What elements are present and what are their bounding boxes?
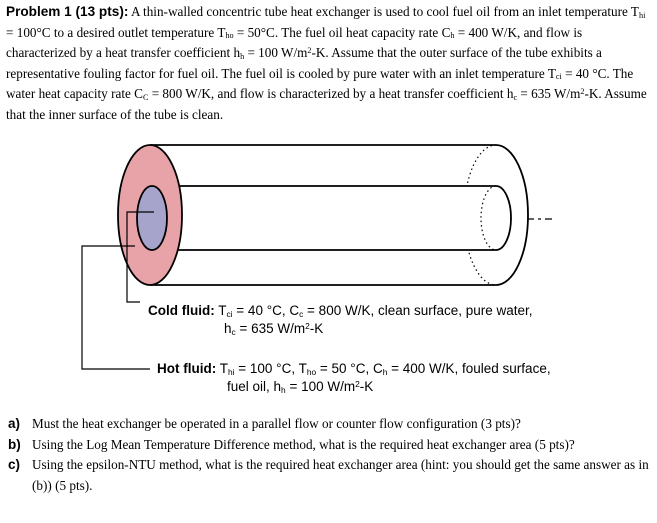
hot-fluid-line-1: Hot fluid: Thi = 100 °C, Tho = 50 °C, Ch… [157,360,551,378]
question-label: a) [8,416,21,431]
problem-text-part: = 50°C. The fuel oil heat capacity rate … [233,24,451,40]
hot-fluid-text: = 100 °C, T [234,361,307,376]
question-b: b) Using the Log Mean Temperature Differe… [6,435,651,456]
question-label: c) [8,457,21,473]
problem-statement: Problem 1 (13 pts): A thin-walled concen… [6,2,651,126]
problem-text-part: = 800 W/K, and flow is characterized by … [148,86,514,102]
cold-fluid-text: h [224,321,232,336]
problem-text-part: A thin-walled concentric tube heat excha… [130,4,639,19]
outer-tube-far-end [463,144,529,286]
subscript: ci [226,308,233,319]
problem-text-part: = 100°C to a desired outlet temperature … [6,24,226,40]
question-c: c) Using the epsilon-NTU method, what is … [6,455,651,496]
superscript: 2 [355,378,360,389]
problem-text-part: -K. Assume that the inner surface of the… [6,86,647,122]
subscript: h [281,384,286,395]
hot-fluid-text: -K [359,379,374,394]
hot-fluid-leader-line [81,245,150,370]
hot-fluid-text: = 100 W/m [285,379,356,394]
subscript: hi [638,10,646,20]
cold-fluid-text: = 635 W/m [235,321,306,336]
inner-tube-body [152,185,512,251]
subscript: h [450,31,455,41]
question-list: a) Must the heat exchanger be operated in… [6,414,651,496]
hot-fluid-text: = 400 W/K, fouled surface, [387,361,551,376]
question-text: Using the Log Mean Temperature Differenc… [32,436,575,452]
subscript: ci [555,72,562,82]
hot-fluid-text: = 50 °C, C [316,361,383,376]
subscript: ho [306,366,317,377]
concentric-tube-diagram [81,144,552,370]
cold-fluid-line-1: Cold fluid: Tci = 40 °C, Cc = 800 W/K, c… [148,302,533,320]
subscript: c [231,326,236,337]
hot-fluid-label: Hot fluid: Thi = 100 °C, Tho = 50 °C, Ch… [157,360,551,396]
problem-text-part: = 400 W/K, and flow is characterized by … [6,24,583,61]
cold-fluid-text: T [214,303,227,318]
problem-text-part: -K. Assume that the outer surface of the… [6,45,602,81]
cold-fluid-text: -K [309,321,324,336]
question-text: Must the heat exchanger be operated in a… [32,416,521,431]
problem-text-part: = 635 W/m [517,86,581,102]
problem-text: A thin-walled concentric tube heat excha… [6,4,647,122]
subscript: c [513,93,518,102]
subscript: c [299,308,304,319]
cold-fluid-leader-line [126,211,154,303]
subscript: hi [228,366,235,377]
subscript: h [240,51,245,61]
problem-heading: Problem 1 (13 pts): [6,4,129,19]
inner-tube-cross-section [136,185,168,251]
hot-fluid-title: Hot fluid: [157,361,217,376]
cold-fluid-text: = 800 W/K, clean surface, pure water, [303,303,533,318]
inner-tube-far-end [480,185,512,251]
cold-fluid-text: = 40 °C, C [232,303,300,318]
cold-fluid-line-2: hc = 635 W/m2-K [148,320,533,338]
subscript: h [382,366,388,377]
question-text: Using the epsilon-NTU method, what is th… [32,457,649,493]
hot-fluid-line-2: fuel oil, hh = 100 W/m2-K [157,378,551,396]
cold-fluid-title: Cold fluid: [148,303,215,318]
subscript: ho [225,31,234,41]
hot-fluid-text: fuel oil, h [227,379,282,394]
superscript: 2 [580,87,585,97]
superscript: 2 [305,320,310,331]
superscript: 2 [307,46,312,56]
question-label: b) [8,436,21,452]
subscript: C [142,93,149,102]
problem-text-part: = 40 °C. The water heat capacity rate C [6,65,634,102]
cold-fluid-label: Cold fluid: Tci = 40 °C, Cc = 800 W/K, c… [148,302,533,338]
problem-text-part: = 100 W/m [244,45,308,61]
question-a: a) Must the heat exchanger be operated in… [6,414,651,435]
hot-fluid-text: T [216,361,228,376]
